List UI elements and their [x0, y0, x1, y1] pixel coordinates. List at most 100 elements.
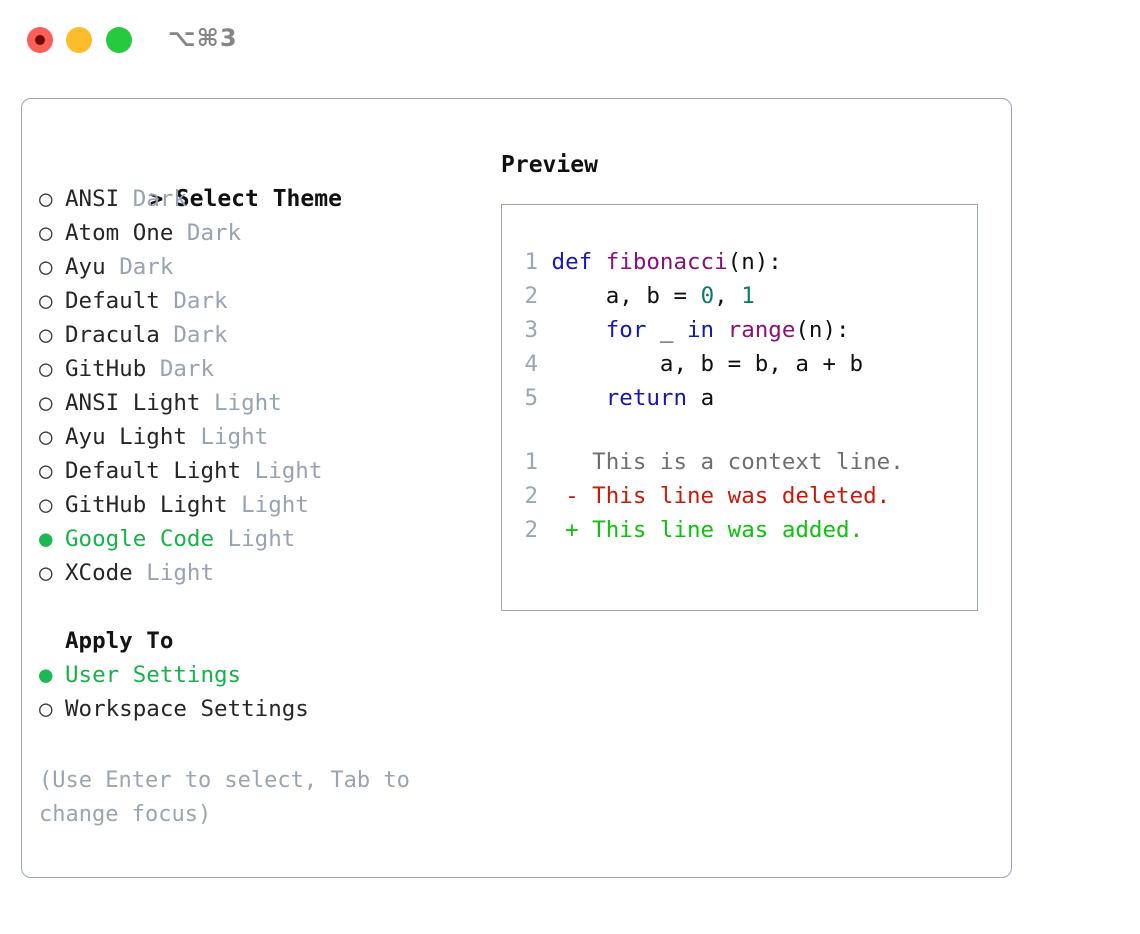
- theme-list: ○ANSI Dark○Atom One Dark○Ayu Dark○Defaul…: [39, 182, 489, 590]
- theme-option-github[interactable]: ○GitHub Dark: [39, 352, 489, 386]
- code-token: _: [659, 317, 688, 343]
- list-spacer: [39, 590, 489, 624]
- diff-text: This line was deleted.: [578, 483, 891, 509]
- radio-unselected-icon: ○: [39, 186, 53, 212]
- diff-sign: [565, 449, 579, 475]
- spacer: [173, 220, 187, 246]
- apply-option-workspace-settings[interactable]: ○ Workspace Settings: [39, 692, 489, 726]
- minimize-button[interactable]: [66, 27, 92, 53]
- line-number: 3: [524, 317, 538, 343]
- code-token: def: [551, 249, 606, 275]
- theme-kind-tag: Dark: [173, 288, 228, 314]
- theme-name: Default Light: [65, 458, 242, 484]
- apply-option-label: Workspace Settings: [65, 696, 309, 722]
- theme-option-ayu[interactable]: ○Ayu Dark: [39, 250, 489, 284]
- spacer: [106, 254, 120, 280]
- code-token: a, b = b, a + b: [551, 351, 864, 377]
- title-bar: ⌥⌘3: [0, 0, 1140, 78]
- theme-option-default-light[interactable]: ○Default Light Light: [39, 454, 489, 488]
- theme-selector-column: >Select Theme ○ANSI Dark○Atom One Dark○A…: [39, 148, 489, 726]
- theme-option-google-code[interactable]: ●Google Code Light: [39, 522, 489, 556]
- code-token: 0: [700, 283, 715, 309]
- radio-unselected-icon: ○: [39, 220, 53, 246]
- apply-option-label: User Settings: [65, 662, 242, 688]
- code-token: a: [700, 385, 715, 411]
- keyboard-shortcut-label: ⌥⌘3: [168, 24, 238, 52]
- theme-kind-tag: Dark: [186, 220, 242, 246]
- code-token: for: [551, 317, 660, 343]
- spacer: [214, 526, 228, 552]
- theme-option-default[interactable]: ○Default Dark: [39, 284, 489, 318]
- theme-option-ayu-light[interactable]: ○ Ayu Light Light: [39, 420, 489, 454]
- diff-sign: -: [565, 483, 579, 509]
- theme-kind-tag: Dark: [159, 356, 215, 382]
- apply-option-user-settings[interactable]: ● User Settings: [39, 658, 489, 692]
- theme-name: GitHub Light: [65, 492, 228, 518]
- theme-name: Atom One: [65, 220, 174, 246]
- radio-unselected-icon: ○: [39, 696, 53, 722]
- theme-kind-tag: Light: [146, 560, 215, 586]
- theme-kind-tag: Dark: [132, 186, 187, 212]
- line-number: 4: [524, 351, 538, 377]
- diff-text: This line was added.: [578, 517, 864, 543]
- theme-name: Dracula: [65, 322, 160, 348]
- code-line: 3 for _ in range(n):: [512, 313, 972, 347]
- theme-option-github-light[interactable]: ○ GitHub Light Light: [39, 488, 489, 522]
- recording-indicator-icon: [35, 35, 45, 45]
- theme-name: ANSI Light: [65, 390, 201, 416]
- spacer: [228, 492, 242, 518]
- radio-unselected-icon: ○: [39, 390, 53, 416]
- radio-selected-icon: ●: [39, 662, 53, 688]
- code-token: in: [687, 317, 728, 343]
- code-line: 1 def fibonacci(n):: [512, 245, 972, 279]
- line-number: 1: [524, 449, 538, 475]
- main-panel: >Select Theme ○ANSI Dark○Atom One Dark○A…: [21, 98, 1012, 878]
- code-token: (n):: [727, 249, 782, 275]
- radio-unselected-icon: ○: [39, 424, 53, 450]
- theme-option-ansi[interactable]: ○ ANSI Dark: [39, 182, 489, 216]
- radio-unselected-icon: ○: [39, 356, 53, 382]
- code-line: 5 return a: [512, 381, 972, 415]
- spacer: [187, 424, 201, 450]
- code-diff-gap: [512, 415, 972, 445]
- code-line: 4 a, b = b, a + b: [512, 347, 972, 381]
- spacer: [133, 560, 147, 586]
- code-token: range: [727, 317, 796, 343]
- spacer: [200, 390, 214, 416]
- diff-line: 2 + This line was added.: [512, 513, 972, 547]
- code-line: 2 a, b = 0, 1: [512, 279, 972, 313]
- radio-unselected-icon: ○: [39, 322, 53, 348]
- spacer: [160, 322, 174, 348]
- theme-kind-tag: Light: [254, 458, 323, 484]
- theme-kind-tag: Light: [200, 424, 269, 450]
- maximize-button[interactable]: [106, 27, 132, 53]
- theme-kind-tag: Dark: [173, 322, 228, 348]
- diff-text: This is a context line.: [578, 449, 904, 475]
- spacer: [146, 356, 160, 382]
- code-token: a, b =: [551, 283, 701, 309]
- apply-to-list: ● User Settings ○ Workspace Settings: [39, 658, 489, 726]
- theme-name: Ayu Light: [65, 424, 187, 450]
- theme-name: Ayu: [65, 254, 106, 280]
- spacer: [160, 288, 174, 314]
- theme-kind-tag: Dark: [119, 254, 174, 280]
- line-number: 2: [524, 483, 538, 509]
- line-number: 2: [524, 517, 538, 543]
- theme-name: ANSI: [65, 186, 120, 212]
- apply-to-label: Apply To: [65, 628, 174, 654]
- select-theme-title: Select Theme: [175, 186, 342, 212]
- theme-kind-tag: Light: [241, 492, 309, 518]
- radio-unselected-icon: ○: [39, 492, 53, 518]
- theme-option-atom-one[interactable]: ○ Atom One Dark: [39, 216, 489, 250]
- theme-option-ansi-light[interactable]: ○ANSI Light Light: [39, 386, 489, 420]
- select-theme-header: >Select Theme: [39, 148, 489, 212]
- radio-unselected-icon: ○: [39, 560, 53, 586]
- keyboard-hint-text: (Use Enter to select, Tab to change focu…: [39, 768, 424, 827]
- theme-option-dracula[interactable]: ○ Dracula Dark: [39, 318, 489, 352]
- spacer: [241, 458, 255, 484]
- line-number: 5: [524, 385, 538, 411]
- line-number: 1: [524, 249, 538, 275]
- theme-option-xcode[interactable]: ○XCode Light: [39, 556, 489, 590]
